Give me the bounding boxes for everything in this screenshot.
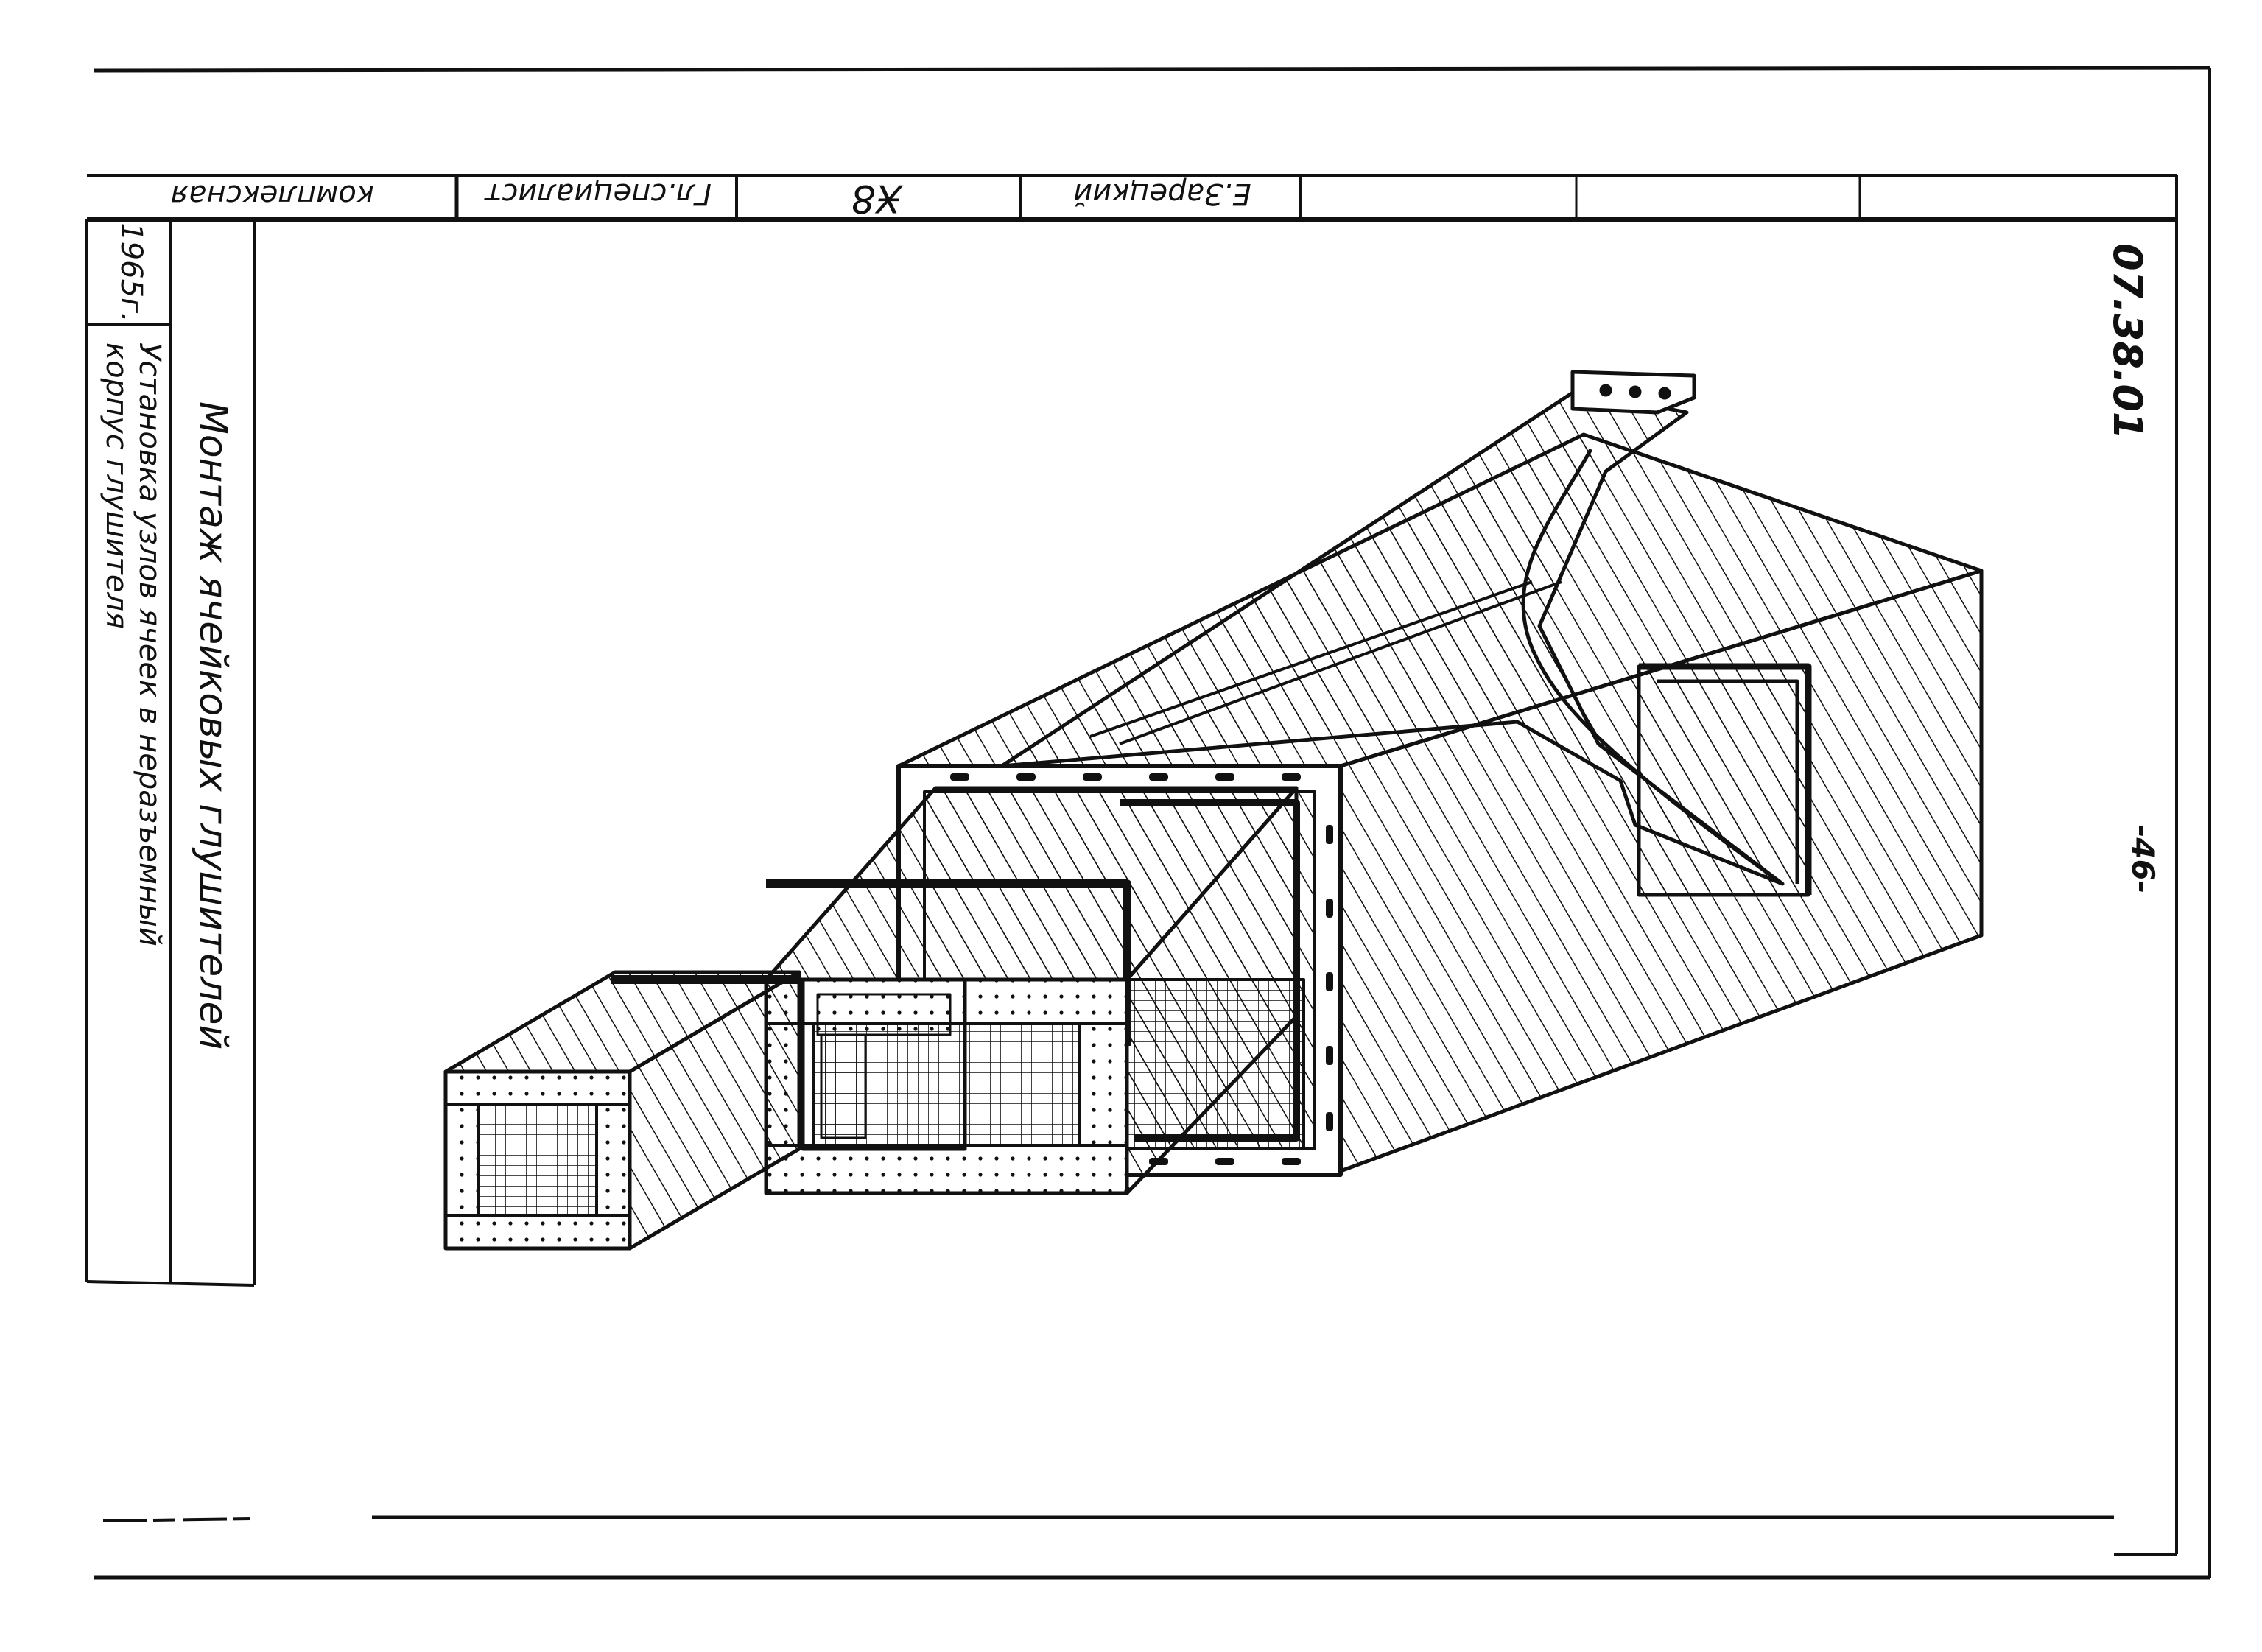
second-cell-front-face — [801, 977, 967, 1151]
title-block-texts: комплексная Гл.специалист Ӿ8 Е.Зарецкий … — [99, 176, 2161, 1050]
sheet-frame — [94, 66, 2211, 1580]
signature-text: Ӿ8 — [851, 176, 905, 220]
name-text: Е.Зарецкий — [1073, 177, 1251, 211]
rear-cell-window — [1637, 664, 1810, 897]
position-text: Гл.специалист — [483, 177, 712, 211]
silencer-drawing — [443, 370, 1984, 1251]
year-text: 1965г. — [114, 222, 148, 323]
page-number-text: -46- — [2125, 825, 2161, 893]
document-code-text: 07.38.01 — [2104, 243, 2151, 439]
org-fragment-text: комплексная — [171, 178, 374, 212]
title-block — [85, 174, 2178, 1556]
caption-line2-text: корпус глушителя — [99, 342, 133, 629]
drawing-title-text: Монтаж ячейковых глушителей — [191, 401, 235, 1050]
caption-line1-text: Установка узлов ячеек в неразъемный — [133, 342, 166, 946]
